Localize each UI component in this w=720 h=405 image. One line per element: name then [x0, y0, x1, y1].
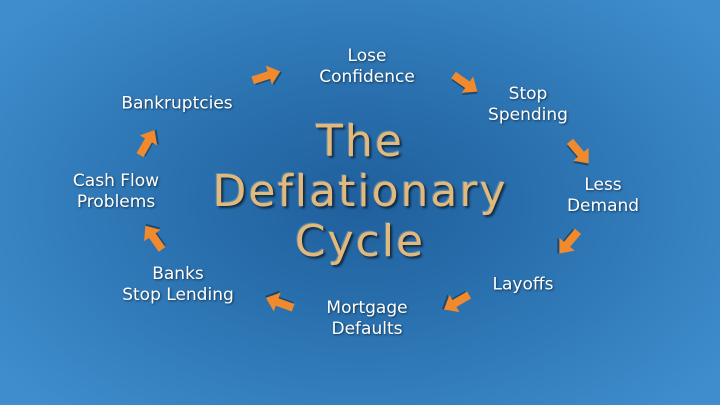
- arrow-layoffs-to-mortgage-defaults: [441, 290, 472, 313]
- arrow-banks-stop-lending-to-cash-flow-problems: [144, 223, 166, 252]
- arrow-bankruptcies-to-lose-confidence: [251, 65, 283, 86]
- node-less-demand: Less Demand: [566, 175, 640, 216]
- node-mortgage-defaults: Mortgage Defaults: [326, 298, 408, 339]
- arrow-cash-flow-problems-to-bankruptcies: [136, 129, 160, 158]
- node-cash-flow-problems: Cash Flow Problems: [72, 171, 160, 212]
- arrow-stop-spending-to-less-demand: [566, 138, 589, 166]
- title-line-the: The: [316, 116, 404, 167]
- diagram-title: The Deflationary Cycle: [212, 117, 507, 267]
- title-line-cycle: Cycle: [294, 216, 426, 267]
- node-lose-confidence: Lose Confidence: [319, 46, 415, 87]
- title-line-deflationary: Deflationary: [212, 166, 508, 217]
- arrow-less-demand-to-layoffs: [557, 228, 582, 254]
- node-stop-spending: Stop Spending: [488, 84, 568, 125]
- node-layoffs: Layoffs: [492, 274, 554, 295]
- node-bankruptcies: Bankruptcies: [121, 93, 233, 114]
- node-banks-stop-lending: Banks Stop Lending: [122, 264, 234, 305]
- arrow-lose-confidence-to-stop-spending: [451, 71, 478, 96]
- arrow-mortgage-defaults-to-banks-stop-lending: [265, 290, 295, 312]
